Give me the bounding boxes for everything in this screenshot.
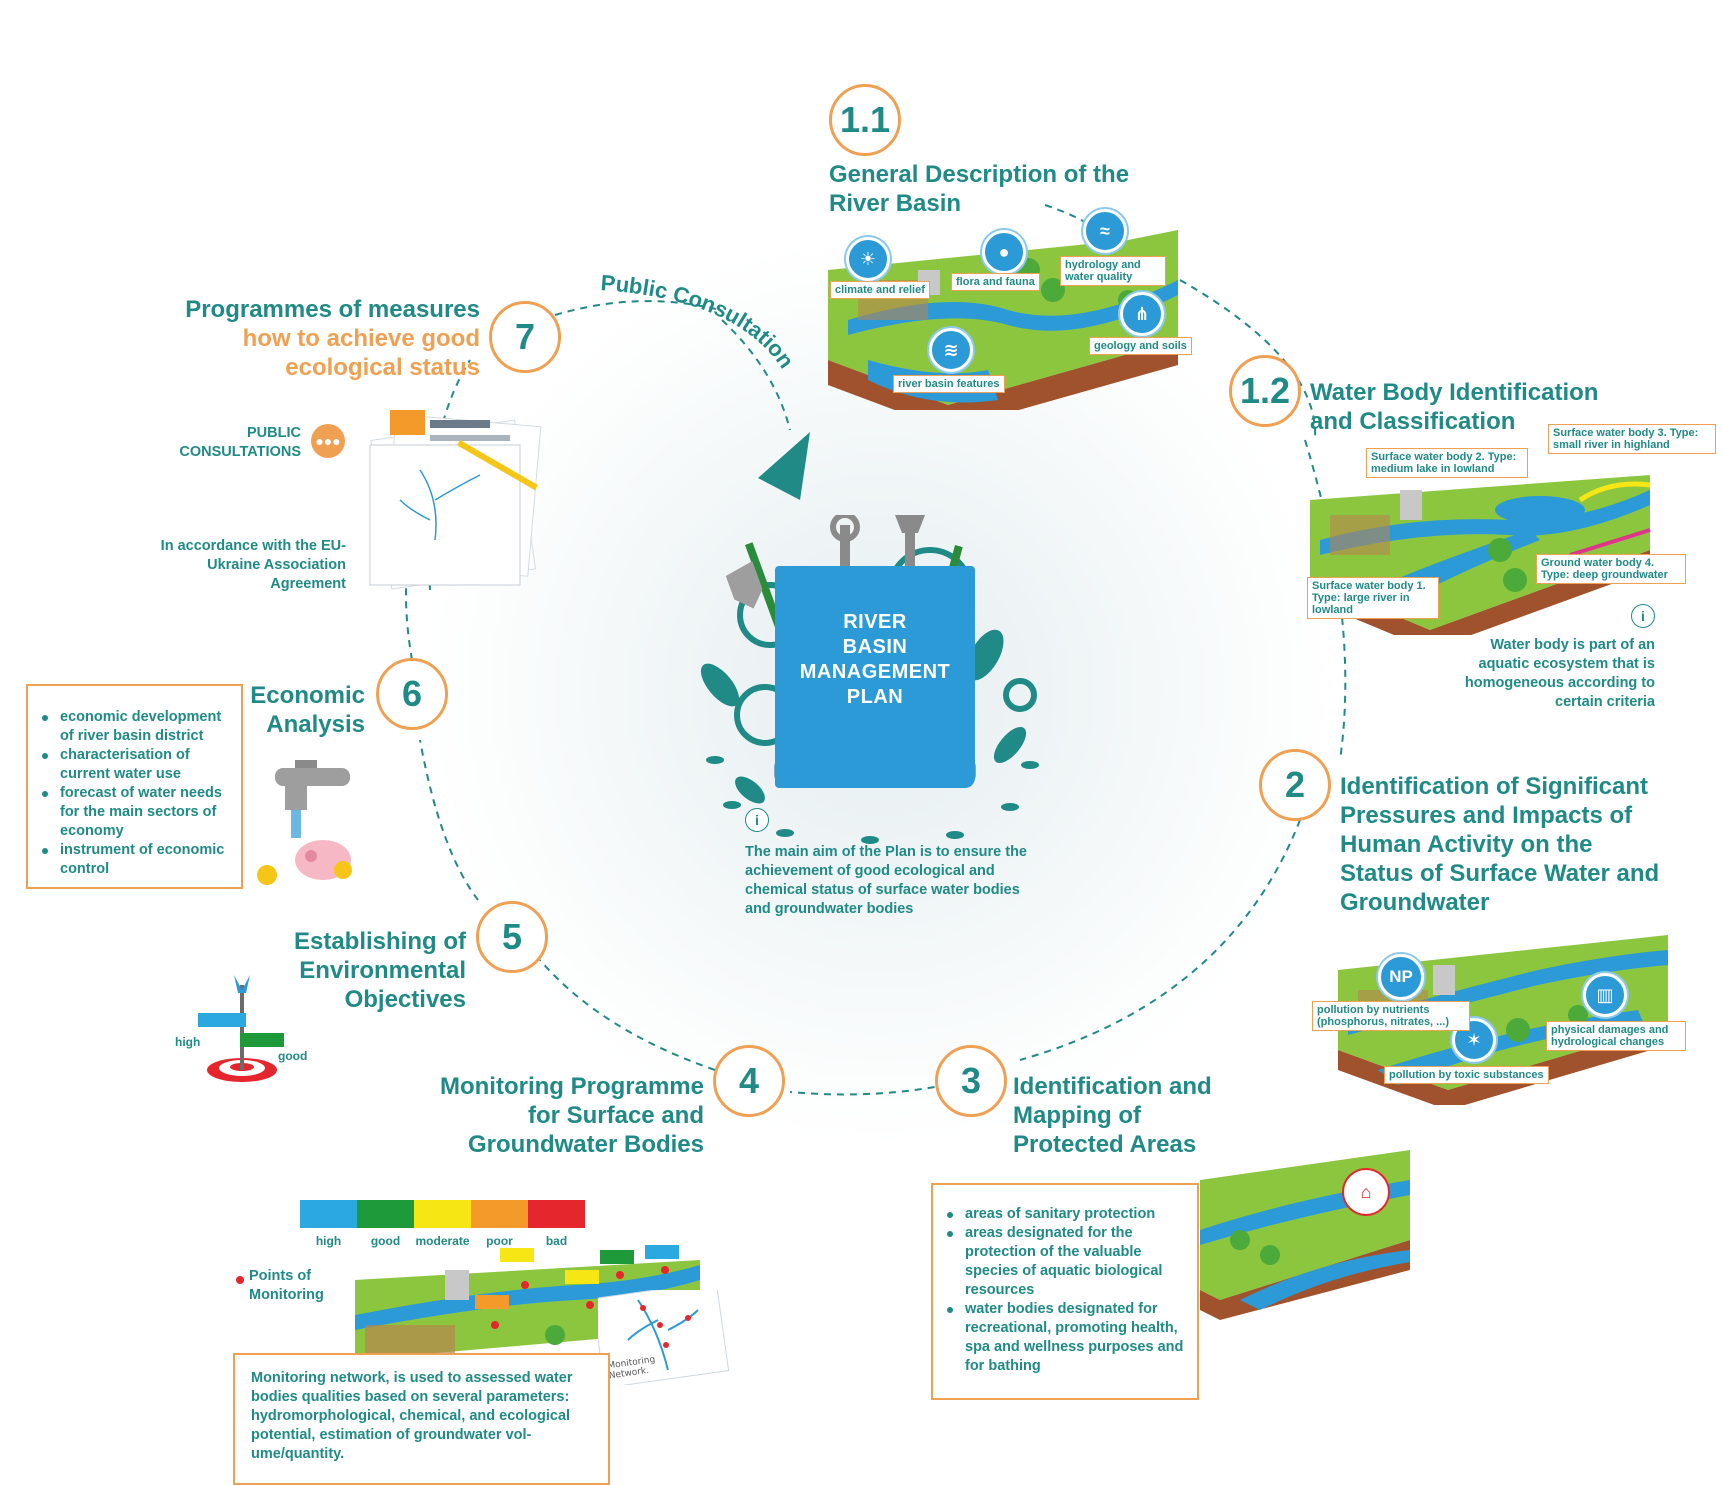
step-7-number: 7 <box>489 301 561 373</box>
step-2-title: Identification of Significant Pressures … <box>1340 773 1660 916</box>
step-1-2-number: 1.2 <box>1229 355 1301 427</box>
np-icon: NP <box>1378 954 1424 1000</box>
tag-hydrology: hydrology and water quality <box>1060 256 1166 286</box>
scale-bad <box>528 1200 585 1228</box>
tag-pollution-nutrients: pollution by nutrients (phosphorus, nitr… <box>1312 1001 1470 1031</box>
water-drop-icon: ≈ <box>1083 209 1127 253</box>
scale-good <box>357 1200 414 1228</box>
tag-physical-damages: physical damages and hydrological change… <box>1546 1021 1686 1051</box>
pig-icon: ● <box>982 230 1026 274</box>
tag-climate: climate and relief <box>830 281 930 299</box>
protected-areas-list: areas of sanitary protection areas desig… <box>931 1183 1199 1400</box>
main-aim-text: The main aim of the Plan is to ensure th… <box>745 844 1027 917</box>
tag-water-body-1: Surface water body 1. Type: large river … <box>1307 577 1439 619</box>
step-2-number: 2 <box>1259 749 1331 821</box>
step-5-number: 5 <box>476 901 548 973</box>
dam-icon: ▥ <box>1583 973 1627 1017</box>
soil-icon: ⋔ <box>1120 292 1164 336</box>
scale-label-good: good <box>370 1234 401 1248</box>
toxic-fish-icon: ✶ <box>1452 1018 1496 1062</box>
tag-flora: flora and fauna <box>951 273 1040 291</box>
list-item: water bodies designated for recreational… <box>945 1300 1185 1376</box>
documents-map-illustration <box>369 410 542 590</box>
waves-icon: ≋ <box>929 328 973 372</box>
list-item: economic development of river basin dist… <box>40 708 229 746</box>
monitoring-network-map <box>598 1290 730 1385</box>
list-item: areas designated for the protection of t… <box>945 1224 1185 1300</box>
tag-water-body-3: Surface water body 3. Type: small river … <box>1548 424 1716 454</box>
scale-label-moderate: moderate <box>415 1234 470 1248</box>
step-6-number: 6 <box>376 658 448 730</box>
book-title: RIVER BASIN MANAGEMENT PLAN <box>799 611 951 708</box>
monitoring-note: Monitoring network, is used to assessed … <box>233 1353 610 1485</box>
step-3-number: 3 <box>935 1045 1007 1117</box>
step-6-title: Economic Analysis <box>250 682 365 738</box>
list-item: forecast of water needs for the main sec… <box>40 784 229 841</box>
step-4-number: 4 <box>713 1045 785 1117</box>
scale-label-high: high <box>315 1234 342 1248</box>
list-item: characterisation of current water use <box>40 746 229 784</box>
water-body-note: Water body is part of an aquatic ecosyst… <box>1464 637 1655 710</box>
scale-poor <box>471 1200 528 1228</box>
scale-high <box>300 1200 357 1228</box>
tag-geology: geology and soils <box>1089 337 1192 355</box>
protected-areas-landscape <box>1200 1150 1410 1320</box>
points-of-monitoring-label: Points of Monitoring <box>249 1268 324 1303</box>
economic-analysis-list: economic development of river basin dist… <box>26 684 243 889</box>
tag-pollution-toxic: pollution by toxic substances <box>1384 1066 1549 1084</box>
tap-piggybank-illustration <box>257 760 352 885</box>
step-1-1-title: General Description of the River Basin <box>829 161 1130 217</box>
tag-features: river basin features <box>893 375 1005 393</box>
step-1-1-number: 1.1 <box>829 84 901 156</box>
scale-label-bad: bad <box>545 1234 568 1248</box>
list-item: instrument of economic control <box>40 841 229 879</box>
agreement-note: In accordance with the EU-Ukraine Associ… <box>160 538 346 592</box>
step-7-title: Programmes of measures how to achieve go… <box>185 296 480 381</box>
target-sign-illustration <box>198 975 284 1082</box>
spa-icon: ⌂ <box>1344 1170 1388 1214</box>
list-item: areas of sanitary protection <box>945 1205 1185 1224</box>
book-cover <box>775 566 975 788</box>
tag-water-body-4: Ground water body 4. Type: deep groundwa… <box>1536 554 1686 584</box>
monitoring-point-dot <box>236 1276 244 1284</box>
people-icon: ●●● <box>311 424 345 458</box>
scale-label-poor: poor <box>486 1234 513 1248</box>
step-4-title: Monitoring Programme for Surface and Gro… <box>439 1073 704 1158</box>
sign-good-label: good <box>278 1049 308 1063</box>
step-1-2-title: Water Body Identification and Classifica… <box>1310 379 1599 435</box>
tag-water-body-2: Surface water body 2. Type: medium lake … <box>1366 448 1528 478</box>
public-consultations-label: PUBLIC CONSULTATIONS <box>179 425 301 460</box>
sun-icon: ☀ <box>846 237 890 281</box>
scale-moderate <box>414 1200 471 1228</box>
info-icon: i <box>745 808 769 832</box>
sign-high-label: high <box>175 1035 201 1049</box>
arc-label: Public Consultation <box>600 270 799 373</box>
step-5-title: Establishing of Environmental Objectives <box>293 928 466 1013</box>
info-icon-1-2: i <box>1631 604 1655 628</box>
step-3-title: Identification and Mapping of Protected … <box>1013 1073 1212 1158</box>
